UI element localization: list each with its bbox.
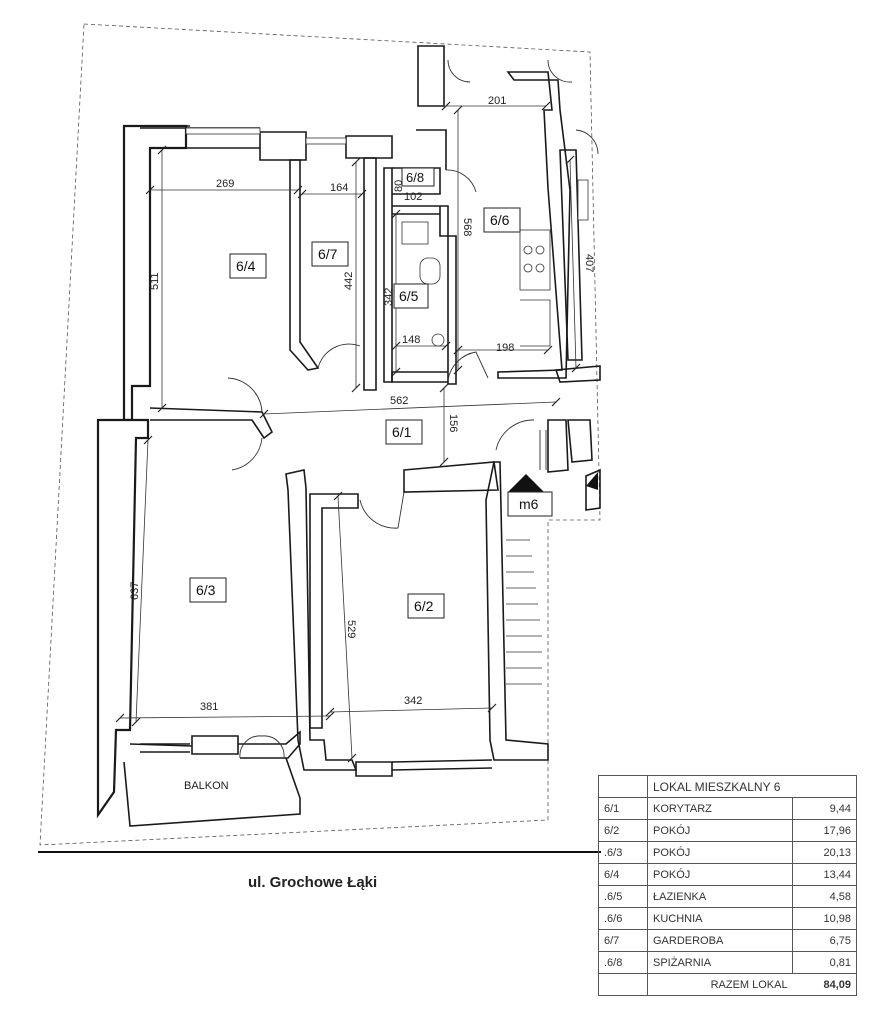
room-label-6-8: 6/8 <box>401 167 435 187</box>
legend-row: 6/2 POKÓJ 17,96 <box>598 819 857 842</box>
room-label-6-6: 6/6 <box>483 207 521 233</box>
street-line <box>38 851 601 853</box>
legend-row: 6/1 KORYTARZ 9,44 <box>598 797 857 820</box>
dim-342v: 342 <box>383 288 395 306</box>
windows <box>185 127 589 221</box>
room-label-6-2: 6/2 <box>407 593 445 619</box>
legend-row: .6/3 POKÓJ 20,13 <box>598 841 857 864</box>
legend-row: .6/5 ŁAZIENKA 4,58 <box>598 885 857 908</box>
dim-568: 568 <box>461 218 473 236</box>
dim-102: 102 <box>404 191 422 203</box>
wall-left-lower <box>96 418 150 819</box>
svg-text:6/7: 6/7 <box>318 246 338 262</box>
dim-164: 164 <box>330 182 348 194</box>
dim-407: 407 <box>583 254 595 272</box>
svg-text:6/8: 6/8 <box>406 170 424 185</box>
legend-row: 6/7 GARDEROBA 6,75 <box>598 929 857 952</box>
bathroom-fixtures <box>401 221 551 347</box>
dim-198: 198 <box>496 342 514 354</box>
room-label-6-3: 6/3 <box>189 577 227 603</box>
wall-window-bottom <box>140 743 493 771</box>
legend-total-row: RAZEM LOKAL 84,09 <box>598 973 857 996</box>
room-label-6-5: 6/5 <box>393 283 429 309</box>
dim-637: 637 <box>129 582 141 600</box>
room-label-6-1: 6/1 <box>385 419 423 445</box>
staircase-marker: m6 <box>507 472 598 517</box>
wall-room-6-2 <box>309 461 499 729</box>
stairs <box>506 539 542 685</box>
svg-text:6/5: 6/5 <box>399 288 419 304</box>
dim-80: 80 <box>393 180 405 192</box>
wall-bathroom-right <box>391 235 457 385</box>
balcony-label: BALKON <box>184 780 229 792</box>
dimline-381 <box>119 715 331 719</box>
dimline-637 <box>135 439 149 723</box>
dim-529: 529 <box>345 620 357 638</box>
legend-row: .6/6 KUCHNIA 10,98 <box>598 907 857 930</box>
dimline-562 <box>263 401 557 415</box>
dimline-529 <box>337 495 353 759</box>
legend-header-row: LOKAL MIESZKALNY 6 <box>598 775 857 798</box>
area-legend-table: LOKAL MIESZKALNY 6 6/1 KORYTARZ 9,44 6/2… <box>598 775 857 996</box>
wall-right-extra <box>567 419 601 511</box>
wall-right-column <box>547 149 601 473</box>
wall-room-6-2-right <box>355 461 549 777</box>
svg-text:6/2: 6/2 <box>414 598 434 614</box>
wall-kitchen <box>497 71 571 379</box>
svg-text:6/6: 6/6 <box>490 212 510 228</box>
wall-balcony <box>129 730 301 759</box>
room-label-6-4: 6/4 <box>229 253 267 279</box>
dimline-407 <box>569 159 577 369</box>
balcony-outline <box>123 757 301 827</box>
dim-148: 148 <box>402 334 420 346</box>
dim-511: 511 <box>149 272 161 290</box>
dim-201: 201 <box>488 95 506 107</box>
street-name: ul. Grochowe Łąki <box>248 874 378 891</box>
total-value: 84,09 <box>792 973 857 996</box>
total-label: RAZEM LOKAL <box>646 973 793 996</box>
dim-381: 381 <box>200 701 218 713</box>
room-label-6-7: 6/7 <box>311 241 349 267</box>
svg-text:6/1: 6/1 <box>392 424 412 440</box>
legend-row: .6/8 SPIŻARNIA 0,81 <box>598 951 857 974</box>
legend-title: LOKAL MIESZKALNY 6 <box>647 775 857 798</box>
wall-wardrobe <box>149 157 377 440</box>
svg-text:6/3: 6/3 <box>196 582 216 598</box>
dimension-ticks <box>115 101 581 763</box>
dim-156: 156 <box>447 414 459 432</box>
dimline-342h <box>329 707 493 713</box>
legend-row: 6/4 POKÓJ 13,44 <box>598 863 857 886</box>
svg-text:6/4: 6/4 <box>236 258 256 274</box>
staircase-label: m6 <box>519 496 539 512</box>
dim-562: 562 <box>390 395 408 407</box>
dim-442: 442 <box>343 272 355 290</box>
outer-boundary <box>39 23 601 846</box>
doors <box>227 59 599 759</box>
dim-342h: 342 <box>404 695 422 707</box>
dim-269: 269 <box>216 178 234 190</box>
wall-corridor-lower <box>285 469 358 771</box>
